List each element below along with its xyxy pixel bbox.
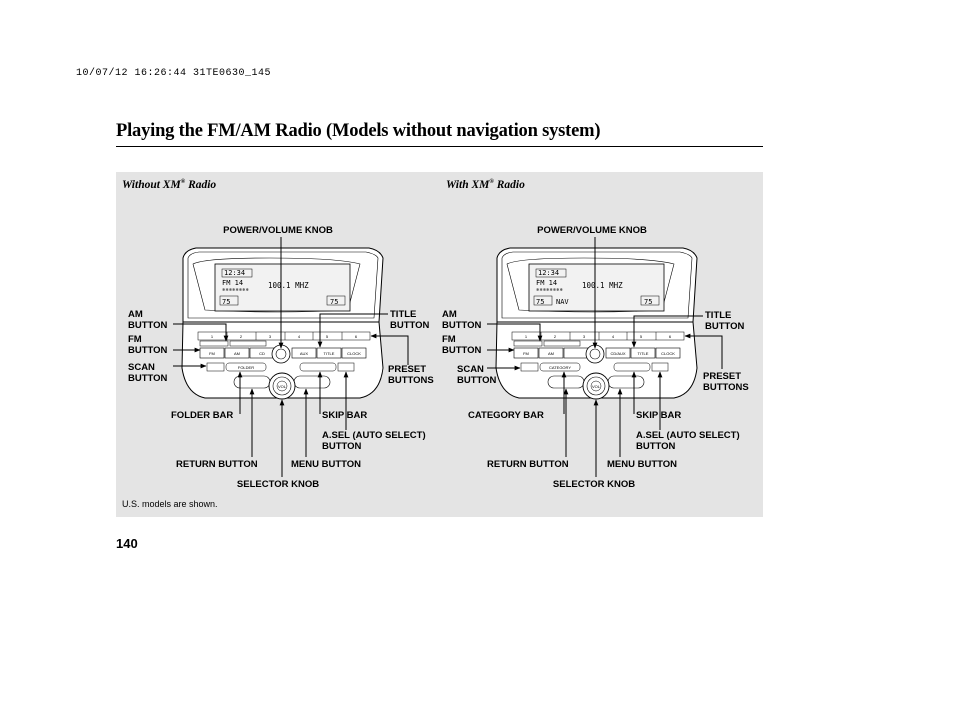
preset-1-label: 1 — [525, 334, 528, 339]
display-extra: NAV — [556, 298, 569, 306]
callout-menu-button: MENU BUTTON — [291, 459, 361, 470]
clock-key-label: CLOCK — [661, 351, 675, 356]
callout-skip-bar: SKIP BAR — [636, 410, 681, 421]
callout-power-volume-knob: POWER/VOLUME KNOB — [223, 225, 333, 236]
callout-skip-bar: SKIP BAR — [322, 410, 367, 421]
page-title: Playing the FM/AM Radio (Models without … — [116, 121, 601, 141]
models-note: U.S. models are shown. — [122, 499, 218, 509]
callout-return-button: RETURN BUTTON — [487, 459, 569, 470]
am-key-label: AM — [234, 351, 240, 356]
preset-5-label: 5 — [640, 334, 643, 339]
cd-key-label: CD — [259, 351, 265, 356]
am-key-label: AM — [548, 351, 554, 356]
callout-asel-button: A.SEL (AUTO SELECT)BUTTON — [322, 430, 426, 452]
callout-folder-bar: FOLDER BAR — [171, 410, 233, 421]
preset-2-label: 2 — [240, 334, 243, 339]
preset-6-label: 6 — [355, 334, 358, 339]
fm-key-label: FM — [209, 351, 215, 356]
preset-2-label: 2 — [554, 334, 557, 339]
callout-menu-button: MENU BUTTON — [607, 459, 677, 470]
display-frequency: 100.1 MHZ — [582, 281, 623, 290]
preset-3-label: 3 — [583, 334, 586, 339]
display-clock: 12:34 — [538, 269, 559, 277]
display-clock: 12:34 — [224, 269, 245, 277]
page-number: 140 — [116, 536, 138, 551]
aux-key-label: AUX — [300, 351, 309, 356]
preset-4-label: 4 — [612, 334, 615, 339]
display-temp-left: 75 — [536, 298, 544, 306]
left-bar-key-label: FOLDER — [238, 365, 254, 370]
title-divider — [116, 146, 763, 147]
preset-1-label: 1 — [211, 334, 214, 339]
display-temp-right: 75 — [330, 298, 338, 306]
callout-selector-knob: SELECTOR KNOB — [237, 479, 319, 490]
preset-5-label: 5 — [326, 334, 329, 339]
callout-asel-button: A.SEL (AUTO SELECT)BUTTON — [636, 430, 740, 452]
radio-unit-without-xm: 12:34 FM 14 100.1 MHZ 75 75 1 2 3 4 5 6 … — [181, 247, 384, 400]
left-bar-key-label: CATEGORY — [549, 365, 571, 370]
display-frequency: 100.1 MHZ — [268, 281, 309, 290]
panel-heading-right: With XM® Radio — [446, 179, 525, 191]
callout-return-button: RETURN BUTTON — [176, 459, 258, 470]
title-key-label: TITLE — [638, 351, 649, 356]
display-band: FM 14 — [536, 279, 557, 287]
display-temp-left: 75 — [222, 298, 230, 306]
preset-3-label: 3 — [269, 334, 272, 339]
title-key-label: TITLE — [324, 351, 335, 356]
preset-6-label: 6 — [669, 334, 672, 339]
display-temp-right: 75 — [644, 298, 652, 306]
selector-knob-key-label: VOL — [592, 384, 601, 389]
fm-key-label: FM — [523, 351, 529, 356]
callout-power-volume-knob: POWER/VOLUME KNOB — [537, 225, 647, 236]
display-band: FM 14 — [222, 279, 243, 287]
radio-unit-with-xm: 12:34 FM 14 100.1 MHZ 75 75 NAV 1 2 3 4 … — [495, 247, 698, 400]
clock-key-label: CLOCK — [347, 351, 361, 356]
cd-aux-key-label: CD/AUX — [610, 351, 625, 356]
document-code: 10/07/12 16:26:44 31TE0630_145 — [76, 68, 272, 79]
callout-category-bar: CATEGORY BAR — [468, 410, 544, 421]
callout-selector-knob: SELECTOR KNOB — [553, 479, 635, 490]
selector-knob-key-label: VOL — [278, 384, 287, 389]
preset-4-label: 4 — [298, 334, 301, 339]
panel-heading-left: Without XM® Radio — [122, 179, 217, 191]
